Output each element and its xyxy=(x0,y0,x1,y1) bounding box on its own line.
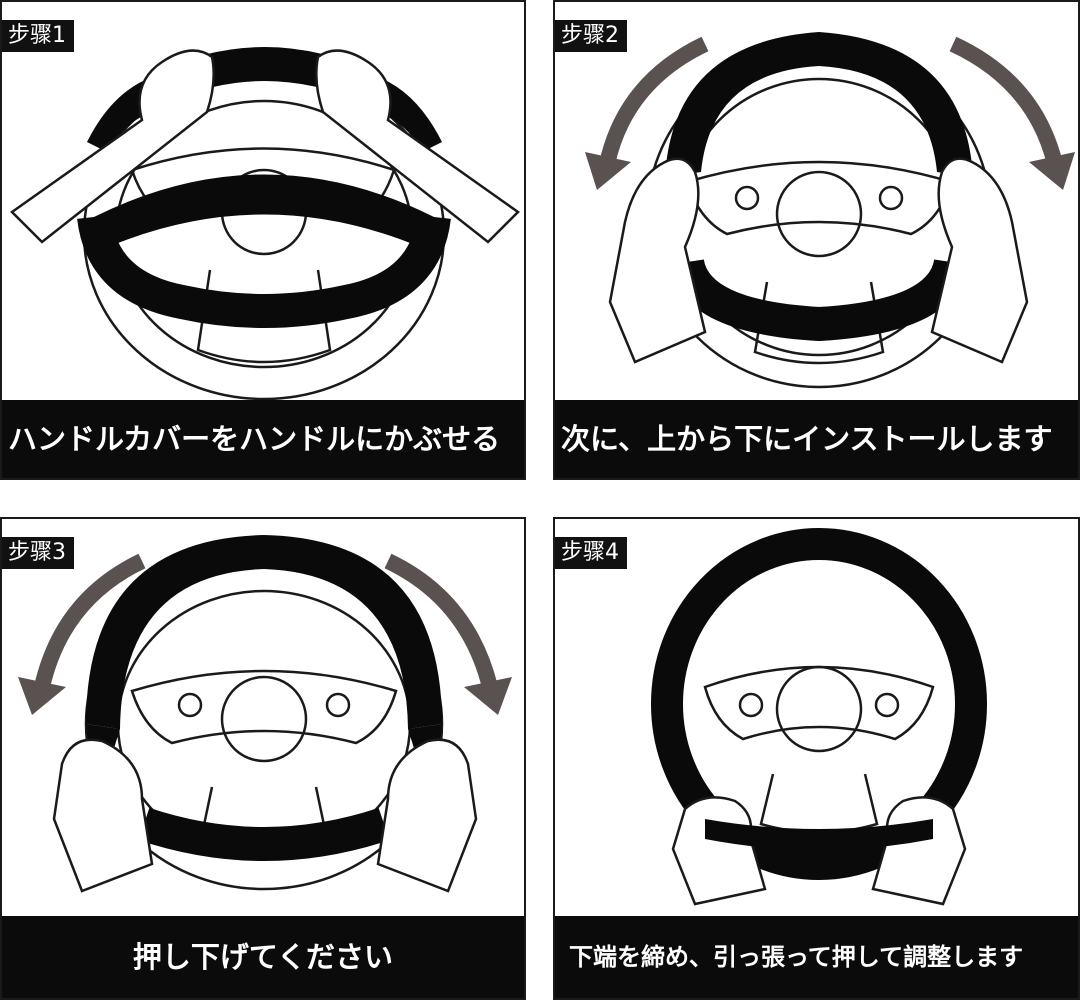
step-caption: 次に、上から下にインストールします xyxy=(555,400,1078,478)
step-3-illustration xyxy=(18,535,512,893)
step-2-panel: 步骤2 次に、上から下にインストールします xyxy=(553,0,1080,480)
wheel-cover xyxy=(86,535,442,729)
step-1-illustration xyxy=(10,47,520,401)
wheel-cover xyxy=(651,528,987,880)
right-arrow-icon xyxy=(949,36,1063,166)
left-arrow-icon xyxy=(34,553,146,689)
left-arrow-icon xyxy=(599,36,709,166)
step-4-panel: 步骤4 下端を締め、引っ張って押して調整します xyxy=(553,517,1080,1000)
step-1-panel: 步骤1 ハンドルカバーをハンドルにかぶせる xyxy=(0,0,526,480)
step-label: 步骤1 xyxy=(2,20,74,52)
step-label: 步骤4 xyxy=(555,537,627,569)
right-arrow-icon xyxy=(384,553,498,689)
step-label: 步骤3 xyxy=(2,537,74,569)
wheel-cover xyxy=(665,32,973,177)
wheel-cover xyxy=(94,174,434,247)
step-3-panel: 步骤3 押し下げてください xyxy=(0,517,526,1000)
step-2-illustration xyxy=(585,32,1075,389)
step-caption: 下端を締め、引っ張って押して調整します xyxy=(555,916,1078,998)
step-4-illustration xyxy=(651,528,987,906)
step-label: 步骤2 xyxy=(555,20,627,52)
step-caption: 押し下げてください xyxy=(2,916,524,998)
step-caption: ハンドルカバーをハンドルにかぶせる xyxy=(2,400,524,478)
